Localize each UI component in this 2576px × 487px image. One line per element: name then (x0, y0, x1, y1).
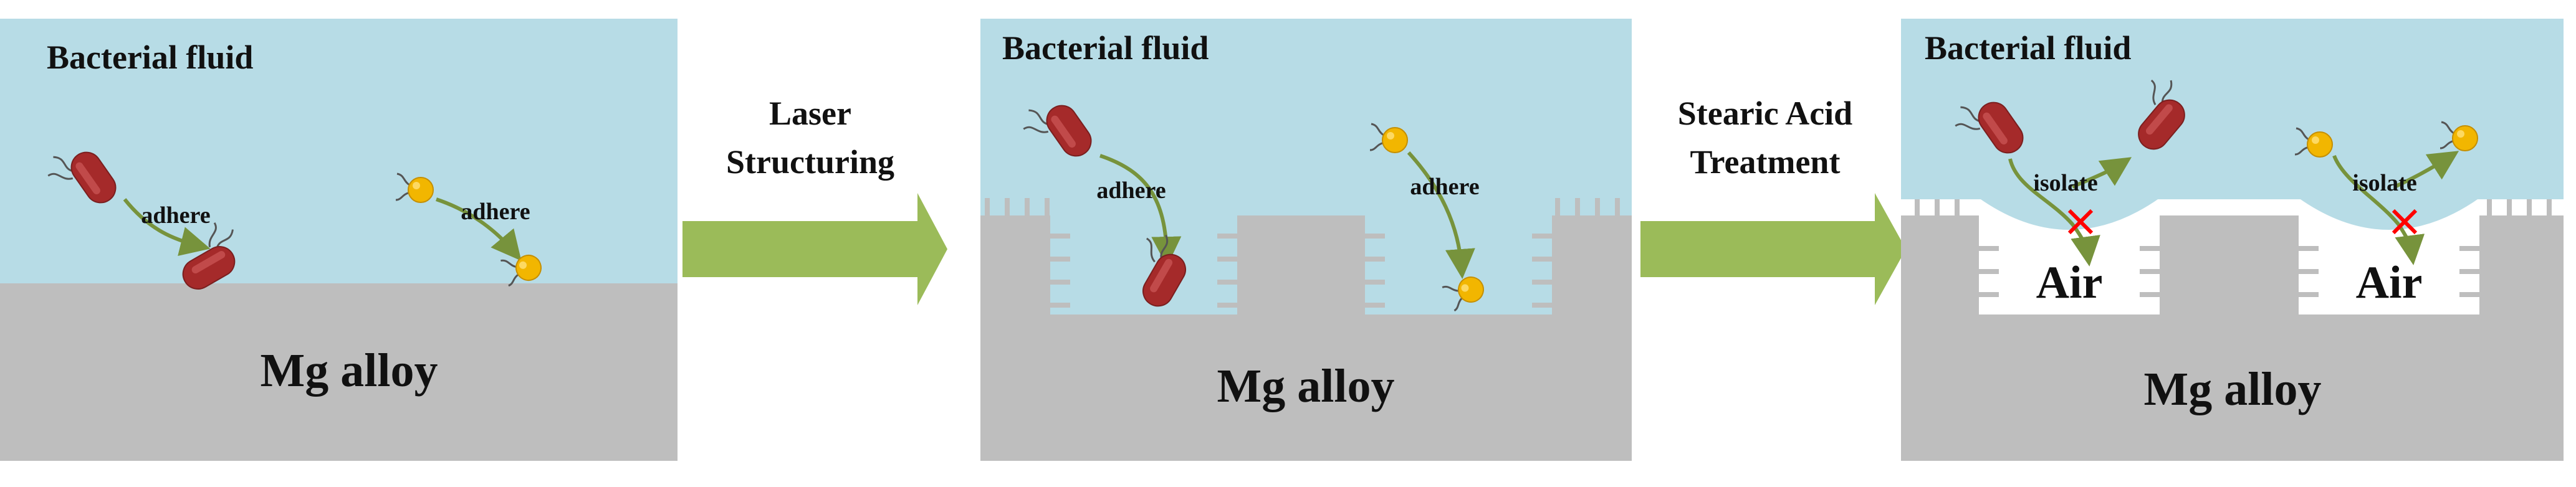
surface-microstructure (985, 198, 1620, 308)
adhere-arrow (436, 197, 522, 261)
rod-isolate-label: isolate (2033, 170, 2097, 196)
adhere-arrow (1407, 151, 1475, 279)
adhere-arrow (123, 198, 211, 257)
cocci-adhere-label: adhere (461, 199, 530, 225)
air-label: Air (2356, 257, 2423, 308)
step-label-line2: Structuring (726, 143, 894, 181)
air-label: Air (2036, 257, 2103, 308)
panel-superhydrophobic-surface: Bacterial fluid Mg alloy Air Air isolate… (1901, 19, 2564, 461)
fluid-label: Bacterial fluid (1002, 29, 1209, 67)
substrate-label: Mg alloy (261, 344, 438, 397)
cocci-adhere-label: adhere (1410, 174, 1479, 200)
blocked-path-arrow (2332, 154, 2425, 265)
blocked-path-arrow (2008, 158, 2100, 267)
fluid-label: Bacterial fluid (1925, 29, 2131, 67)
isolate-arrow (2071, 157, 2132, 189)
step-label-line1: Laser (769, 95, 851, 132)
step-label-line2: Treatment (1690, 143, 1841, 181)
fluid-label: Bacterial fluid (47, 39, 253, 76)
rod-adhere-label: adhere (141, 202, 210, 229)
process-arrow (682, 193, 947, 305)
mg-alloy-substrate (980, 215, 1632, 461)
substrate-label: Mg alloy (1217, 360, 1395, 412)
panel-original-surface: Bacterial fluid Mg alloy adhere adhere (0, 19, 678, 461)
rod-adhere-label: adhere (1096, 177, 1166, 204)
surface-microstructure (1915, 199, 2552, 297)
step-label-line1: Stearic Acid (1678, 95, 1852, 132)
mg-alloy-substrate (1901, 215, 2564, 461)
substrate-label: Mg alloy (2144, 363, 2322, 415)
mg-alloy-substrate (0, 283, 678, 461)
blocked-cross-icon (2392, 209, 2418, 235)
process-arrow (1640, 193, 1906, 305)
blocked-cross-icon (2067, 209, 2094, 235)
panel-laser-structured-surface: Bacterial fluid Mg alloy adhere adhere (980, 19, 1632, 461)
cocci-isolate-label: isolate (2352, 170, 2416, 196)
step-stearic-acid-treatment: Stearic Acid Treatment (1640, 95, 1906, 305)
step-laser-structuring: Laser Structuring (682, 95, 947, 305)
isolate-arrow (2393, 151, 2459, 189)
bacterial-fluid-region (0, 19, 678, 283)
